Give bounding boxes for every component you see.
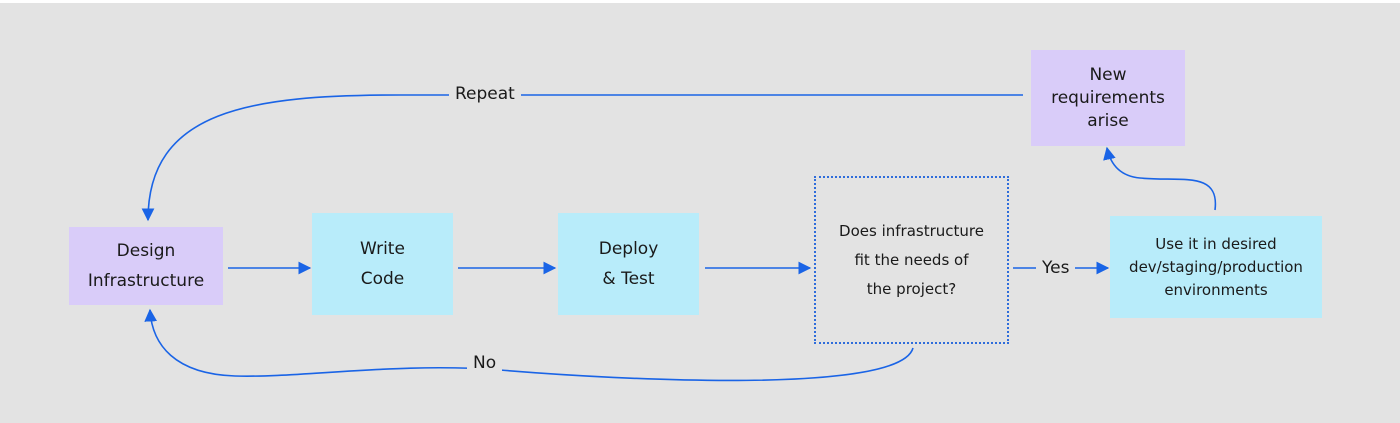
node-new-requirements: New requirements arise	[1031, 50, 1185, 146]
node-decision: Does infrastructure fit the needs of the…	[814, 176, 1009, 344]
node-write-code-label: Write Code	[360, 239, 405, 289]
node-write-code: Write Code	[312, 213, 453, 315]
node-new-requirements-label: New requirements arise	[1051, 64, 1165, 131]
edge-label-no: No	[467, 352, 503, 374]
arrow-use-to-new-requirements	[1103, 146, 1217, 211]
node-deploy-test-label: Deploy & Test	[598, 239, 659, 289]
arrow-repeat-loop	[141, 94, 1023, 222]
node-design-infrastructure-label: Design Infrastructure	[87, 241, 205, 291]
node-design-infrastructure: Design Infrastructure	[69, 227, 223, 305]
node-use-environments: Use it in desired dev/staging/production…	[1110, 216, 1322, 318]
edge-label-repeat: Repeat	[449, 83, 521, 105]
node-use-environments-label: Use it in desired dev/staging/production…	[1129, 234, 1303, 299]
edge-label-yes: Yes	[1036, 257, 1076, 279]
node-deploy-test: Deploy & Test	[558, 213, 699, 315]
arrow-no-loop	[144, 308, 914, 382]
node-decision-label: Does infrastructure fit the needs of the…	[839, 221, 984, 298]
